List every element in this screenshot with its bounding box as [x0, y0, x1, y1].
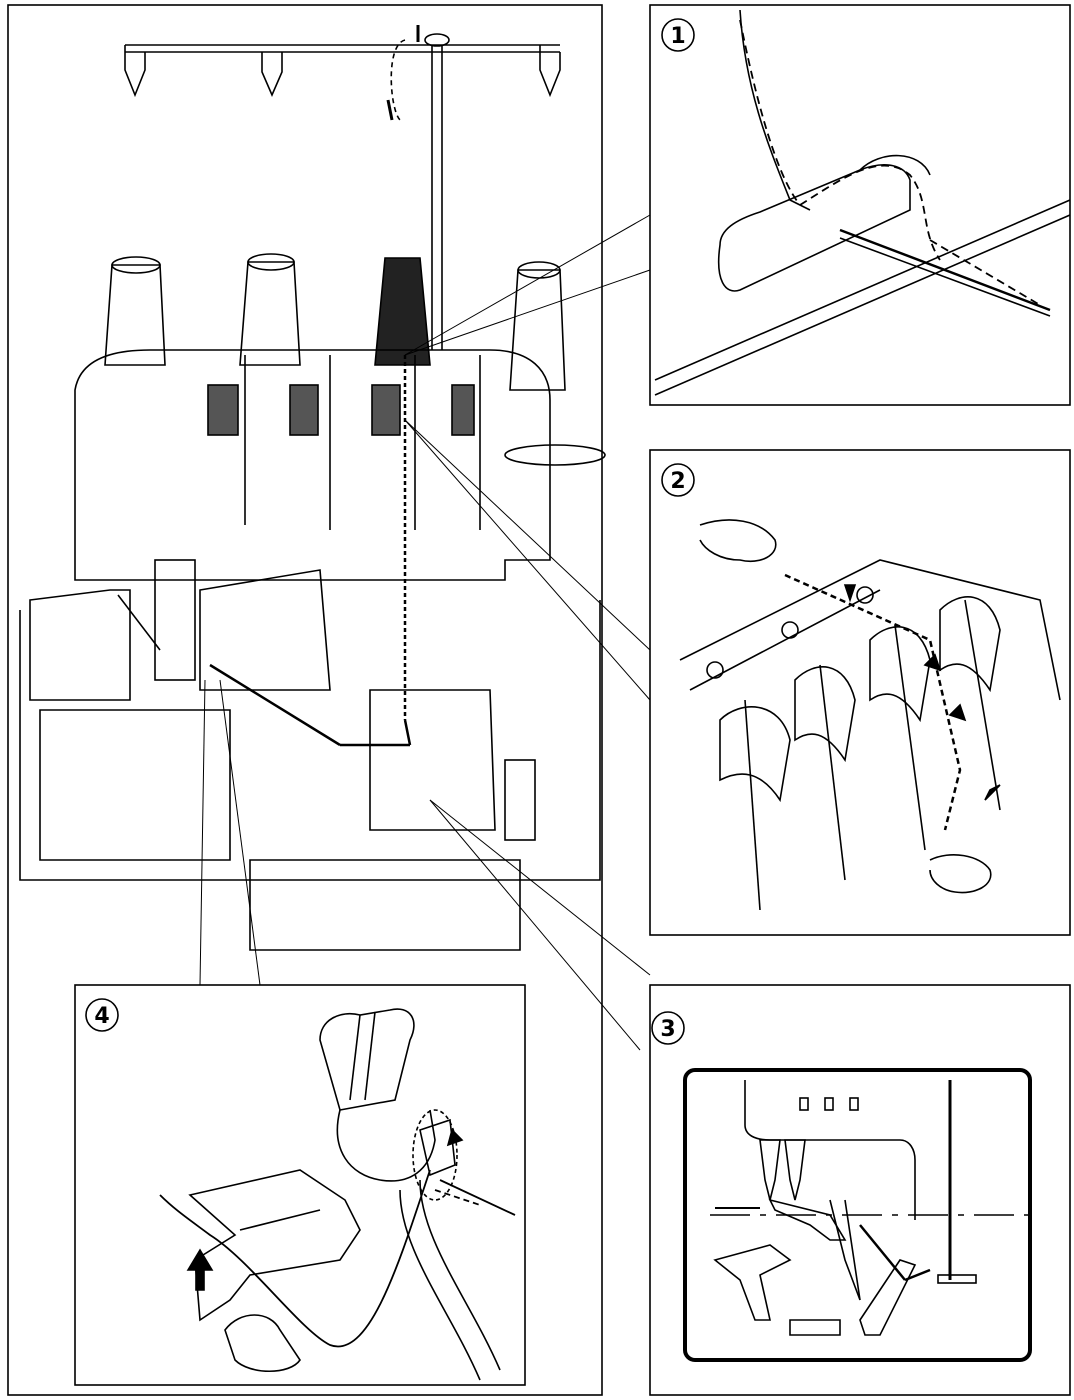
main-panel-border — [7, 4, 603, 1396]
arrow-icon — [186, 1128, 464, 1291]
finger-hand-icon — [224, 1314, 301, 1372]
step-1-border — [649, 4, 1071, 406]
serger-machine-icon — [19, 349, 601, 951]
step-4-panel: 4 — [74, 984, 526, 1386]
step-1-badge — [661, 18, 695, 52]
step-2-panel: 2 — [649, 449, 1071, 936]
finger-hand-icon — [699, 519, 992, 894]
tension-dial-icon — [679, 559, 1061, 911]
callout-leader-lines — [199, 214, 651, 1051]
step-4-number: 4 — [94, 1004, 109, 1029]
looper-icon — [188, 1169, 361, 1322]
thread-path — [159, 1169, 516, 1348]
step-2-number: 2 — [670, 469, 685, 494]
step-1-number: 1 — [670, 24, 685, 49]
step-3-panel: 3 — [649, 984, 1071, 1396]
spool-icon — [104, 253, 606, 466]
step-2-border — [649, 449, 1071, 936]
arrow-icon — [843, 584, 1001, 801]
step-3-border — [649, 984, 1071, 1396]
needle-icon — [710, 1080, 1030, 1280]
main-machine-panel — [7, 4, 651, 1396]
looper-icon — [713, 1198, 977, 1336]
step-2-badge — [661, 463, 695, 497]
step-3-number: 3 — [660, 1017, 675, 1042]
step-3-badge — [651, 1011, 685, 1045]
thread-path — [784, 573, 962, 831]
step-4-badge — [85, 998, 119, 1032]
thread-guide-icon — [319, 1008, 501, 1381]
step-4-border — [74, 984, 526, 1386]
thread-path — [739, 19, 1041, 306]
thread-stand-icon — [124, 25, 561, 350]
thread-guide-icon — [654, 154, 1071, 396]
step-1-panel: 1 — [649, 4, 1071, 406]
